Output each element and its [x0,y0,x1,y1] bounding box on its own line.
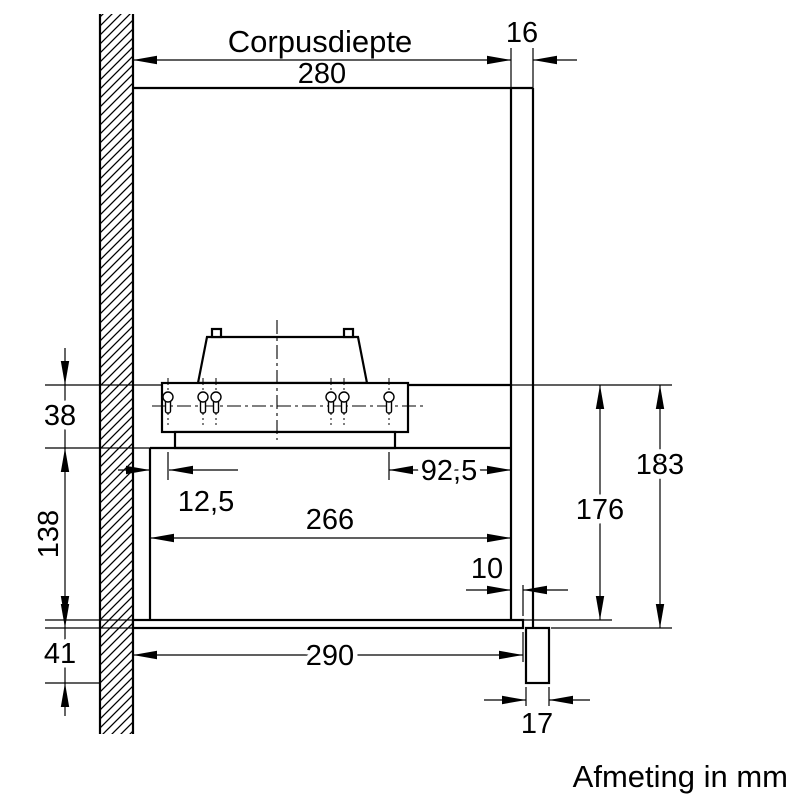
keyhole [210,378,222,425]
duct-transition [196,335,369,385]
dim-overall-height: 183 [631,385,689,628]
dim-body-depth: 266 [150,504,511,543]
dim-38-label: 38 [44,400,76,432]
dim-door-bottom: 17 [484,695,590,740]
label-corpusdiepte: Corpusdiepte [228,24,412,59]
unit-note: Afmeting in mm [573,759,788,794]
cabinet-outline [133,48,535,628]
dim-266-label: 266 [306,504,354,536]
filter-housing [173,430,397,450]
dim-138-label: 138 [33,510,65,558]
mounting-bracket [160,381,410,434]
dim-12-5-label: 12,5 [178,486,234,518]
duct-flange-left [210,327,223,339]
dim-92-5-label: 92,5 [421,455,477,487]
keyhole [197,378,209,425]
keyhole [162,378,174,425]
center-lines [152,320,425,440]
extension-lines [45,384,672,706]
dim-keyhole-right: 92,5 [389,451,511,492]
keyhole [338,378,350,425]
keyhole-slots [162,378,395,425]
dim-17-label: 17 [521,708,553,740]
dim-inner-height: 176 [571,385,629,620]
dim-front-panel-16: 16 [506,17,577,65]
door-bottom-piece [524,626,551,685]
keyhole [325,378,337,425]
dim-176-label: 176 [576,494,624,526]
duct-flange-right [342,327,355,339]
keyhole [383,378,395,425]
dim-183-label: 183 [636,449,684,481]
dim-280-label: 280 [298,58,346,90]
dim-corpus-depth: Corpusdiepte 280 [133,24,511,90]
dim-front-gap: 10 [466,553,568,595]
dim-41-label: 41 [44,638,76,670]
wall-hatch [100,14,133,734]
wall-section [98,14,135,734]
dim-290-label: 290 [306,640,354,672]
dim-pullout-depth: 290 [133,636,523,677]
dim-left-stack: 38 138 41 [29,348,81,716]
dim-10-label: 10 [471,553,503,585]
pullout-front-strip [131,618,525,630]
dim-16-label: 16 [506,17,538,49]
dim-keyhole-left: 12,5 [118,465,239,523]
